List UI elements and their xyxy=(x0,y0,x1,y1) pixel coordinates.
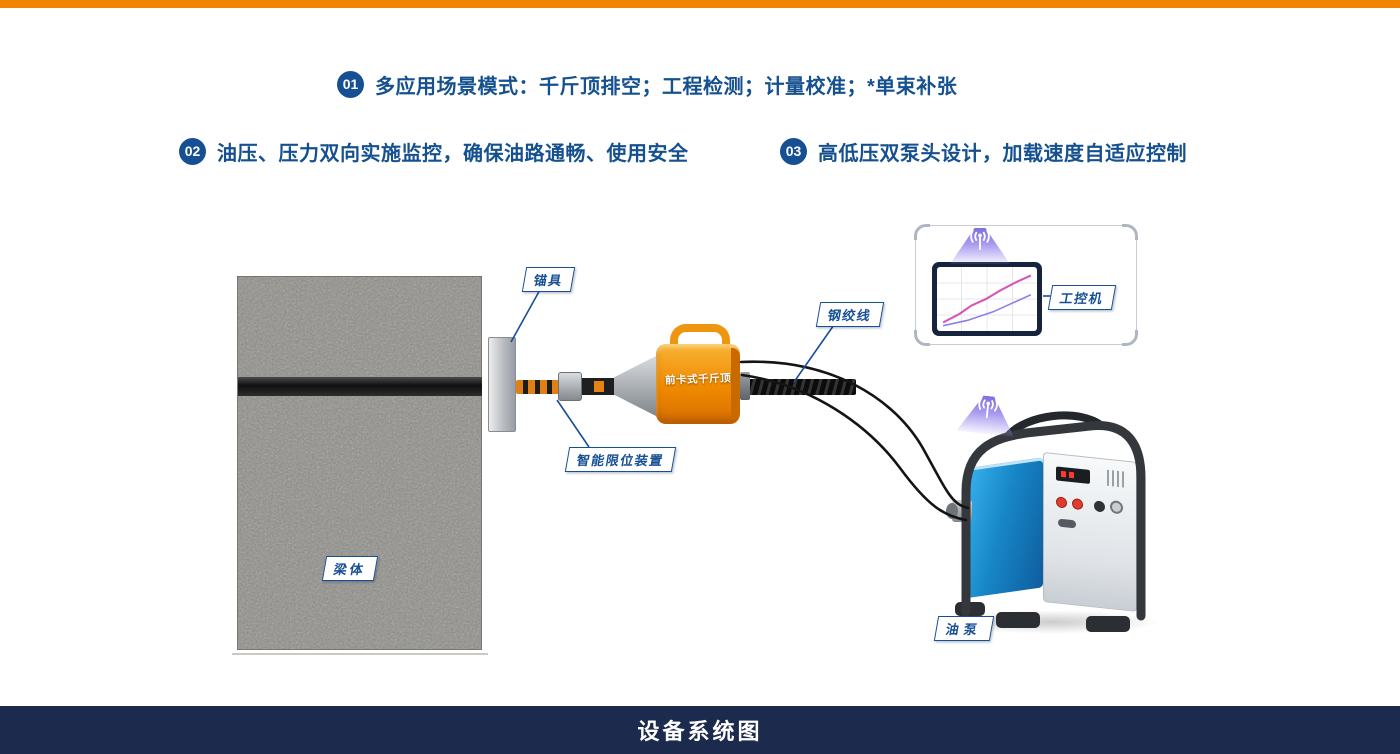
pump-cage-rear-tube xyxy=(1004,411,1106,440)
beam-block xyxy=(237,276,482,650)
pressure-chart xyxy=(937,267,1037,331)
wireless-beam-pump xyxy=(956,393,1018,437)
pump-knob xyxy=(1110,500,1123,515)
pump-control-panel xyxy=(1043,452,1137,612)
wireless-beam-ipc xyxy=(950,228,1010,264)
leader-limit-device xyxy=(556,399,590,448)
limit-device-label: 智能限位装置 xyxy=(564,447,677,472)
display-digit xyxy=(1069,471,1074,479)
feature-number-badge-2: 02 xyxy=(179,138,206,165)
pump-black-button xyxy=(1094,500,1105,513)
antenna-icon xyxy=(970,229,990,251)
steel-strand xyxy=(748,379,856,395)
pump-foot xyxy=(1086,616,1130,632)
tablet-screen xyxy=(937,267,1037,331)
frame-corner-icon xyxy=(914,224,930,240)
feature-text-2: 油压、压力双向实施监控，确保油路通畅、使用安全 xyxy=(217,143,689,165)
pump-foot xyxy=(996,612,1040,628)
pump-display xyxy=(1056,466,1090,484)
feature-number-badge-1: 01 xyxy=(337,71,364,98)
display-digit xyxy=(1061,470,1066,478)
beam-label: 梁体 xyxy=(321,556,379,581)
footer-title: 设备系统图 xyxy=(637,719,763,744)
pump-red-button xyxy=(1072,498,1083,511)
jack-body: 前卡式千斤顶 xyxy=(656,344,740,424)
feature-text-3: 高低压双泵头设计，加载速度自适应控制 xyxy=(818,143,1187,165)
pump-foot xyxy=(955,602,985,616)
frame-corner-icon xyxy=(1122,330,1138,346)
anchor-plate xyxy=(488,337,516,432)
hydraulic-hose-2 xyxy=(740,373,968,522)
feature-item-1: 01 多应用场景模式：千斤顶排空；工程检测；计量校准；*单束补张 xyxy=(337,70,957,99)
pump-body-blue xyxy=(967,457,1043,598)
ipc-label: 工控机 xyxy=(1047,285,1116,310)
jack-nozzle xyxy=(740,372,750,400)
antenna-icon xyxy=(978,397,998,419)
strand-mid-rod xyxy=(582,378,616,395)
ipc-tablet xyxy=(932,262,1042,336)
jack-name-label: 前卡式千斤顶 xyxy=(664,372,732,387)
anchor-label: 锚具 xyxy=(521,267,576,292)
feature-item-3: 03 高低压双泵头设计，加载速度自适应控制 xyxy=(780,137,1187,166)
limit-device-coupler xyxy=(558,372,582,401)
leader-strand xyxy=(793,321,837,383)
leader-anchor xyxy=(510,287,542,343)
pump-label: 油泵 xyxy=(933,616,995,641)
pump-red-button xyxy=(1056,496,1067,509)
feature-text-1: 多应用场景模式：千斤顶排空；工程检测；计量校准；*单束补张 xyxy=(375,76,958,98)
feature-item-2: 02 油压、压力双向实施监控，确保油路通畅、使用安全 xyxy=(179,137,689,166)
pump-hose-connector-cap xyxy=(946,503,958,519)
pump-switch xyxy=(1058,518,1076,529)
strand-label: 钢绞线 xyxy=(815,302,884,327)
frame-corner-icon xyxy=(1122,224,1138,240)
footer-bar: 设备系统图 xyxy=(0,706,1400,754)
top-accent-bar xyxy=(0,0,1400,8)
jack-rear-cap xyxy=(731,348,740,420)
jack-nose-cone xyxy=(614,355,658,417)
frame-corner-icon xyxy=(914,330,930,346)
jack-handle xyxy=(670,324,730,358)
pump-vent-icon xyxy=(1107,469,1127,488)
tendon-duct xyxy=(238,377,482,396)
strand-orange-segment xyxy=(594,381,604,392)
feature-number-badge-3: 03 xyxy=(780,138,807,165)
ground-line xyxy=(232,653,488,655)
strand-sleeve xyxy=(516,380,560,394)
